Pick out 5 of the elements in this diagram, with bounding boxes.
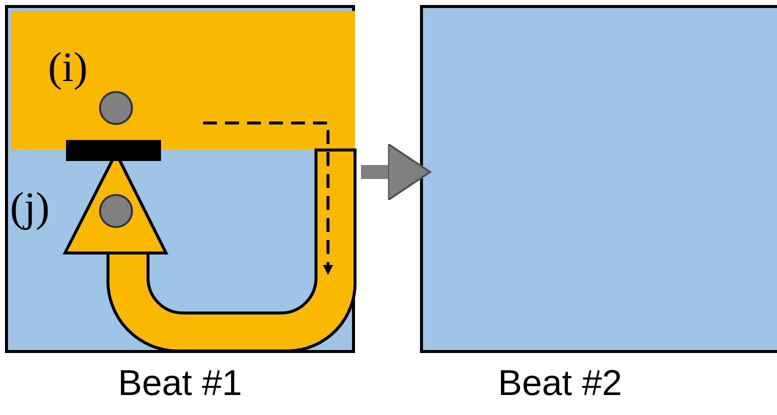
part-label: (j) xyxy=(10,186,50,230)
arrow xyxy=(361,142,432,202)
panel-caption: Beat #2 xyxy=(498,363,622,403)
part-label: (i) xyxy=(48,46,88,90)
panel-caption: Beat #1 xyxy=(118,363,242,403)
